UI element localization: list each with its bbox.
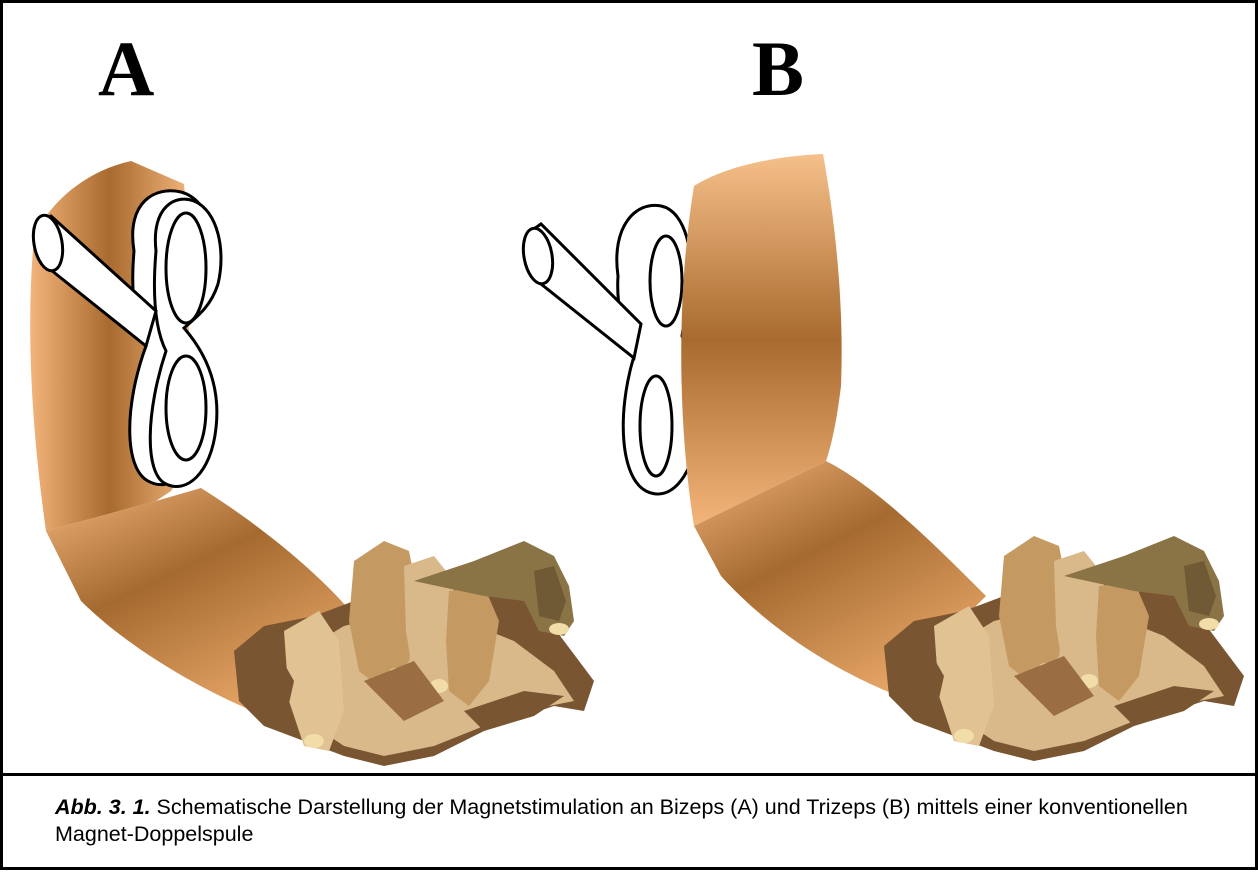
panel-b-coil bbox=[519, 205, 700, 494]
caption-figure-number: Abb. 3. 1. bbox=[55, 795, 151, 819]
figure-caption: Abb. 3. 1. Schematische Darstellung der … bbox=[3, 773, 1258, 873]
panel-a-illustration bbox=[29, 161, 594, 766]
illustration bbox=[6, 6, 1258, 773]
panel-b-label: B bbox=[752, 30, 804, 108]
caption-text: Schematische Darstellung der Magnetstimu… bbox=[55, 795, 1188, 846]
panel-a-label: A bbox=[98, 30, 154, 108]
panel-b-illustration bbox=[519, 154, 1244, 761]
illustration-area: A B bbox=[6, 6, 1258, 773]
